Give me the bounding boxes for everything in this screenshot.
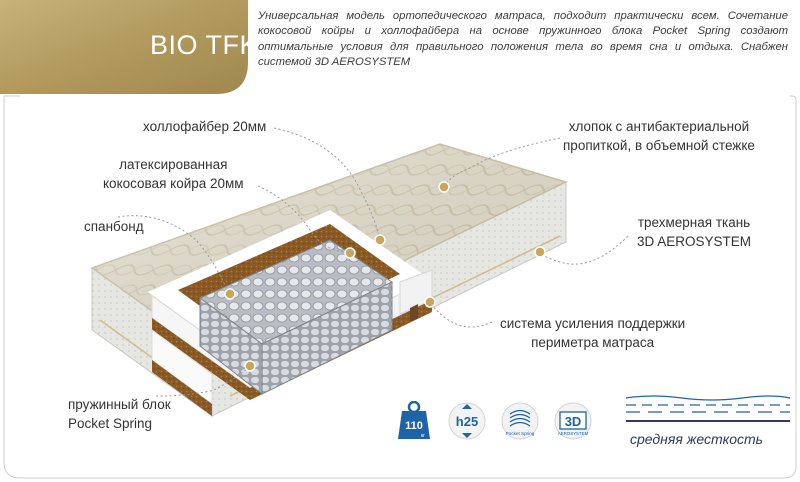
label-coconut: латексированная кокосовая койра 20мм [103,156,244,193]
firmness-indicator [625,395,791,422]
product-description: Универсальная модель ортопедического мат… [258,10,788,68]
weight-unit: кг [421,433,425,439]
label-perimeter-line1: система усиления поддержки [500,316,686,331]
aerosystem-icon: 3D AEROSYSTEM [554,402,592,440]
label-coconut-line1: латексированная [119,157,228,172]
firmness-label: средняя жесткость [630,431,764,447]
dot-spring [244,360,256,372]
label-spring-line2: Pocket Spring [68,415,153,431]
label-cotton: хлопок с антибактериальной пропиткой, в … [563,118,755,155]
dot-coconut [344,247,356,259]
weight-capacity-icon: 110 кг [398,401,430,439]
label-coconut-line2: кокосовая койра 20мм [103,175,244,191]
label-spunbond: спанбонд [84,219,144,234]
header-band [0,0,248,94]
aero-value: 3D [565,414,582,429]
model-title: BIO TFK [150,30,259,60]
label-perimeter-line2: периметра матраса [531,334,655,350]
firmness-lines-icon [625,395,791,422]
dot-spunbond [224,288,236,300]
height-icon: h25 [448,402,486,440]
dot-fabric [534,246,546,258]
label-hollofiber: холлофайбер 20мм [143,119,267,134]
label-fabric-line1: трехмерная ткань [637,215,751,230]
dot-cotton [438,181,450,193]
label-cotton-line2: пропиткой, в объемной стежке [563,137,755,153]
label-perimeter: система усиления поддержки периметра мат… [500,315,685,352]
aero-text: AEROSYSTEM [558,431,589,436]
pocket-spring-text: Pocket Spring [506,431,535,436]
height-value: h25 [456,414,478,429]
label-spring-line1: пружинный блок [68,397,171,412]
label-spring-block: пружинный блок Pocket Spring [68,396,171,433]
dot-perimeter [424,296,436,308]
weight-value: 110 [405,420,423,432]
label-fabric: трехмерная ткань 3D AEROSYSTEM [637,214,751,251]
pocket-spring-icon: Pocket Spring [501,402,539,440]
label-cotton-line1: хлопок с антибактериальной [568,119,750,134]
dot-hollofiber [374,234,386,246]
label-fabric-line2: 3D AEROSYSTEM [637,233,752,249]
